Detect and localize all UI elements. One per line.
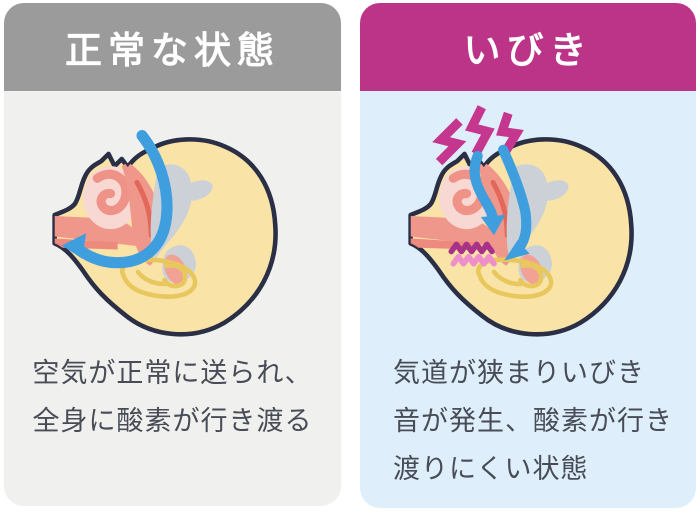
panel-normal: 正常な状態: [4, 3, 341, 506]
snore-vibration-bolts-icon: [432, 105, 524, 166]
airflow-arrow-in-icon: [469, 144, 532, 261]
panel-snoring-title: いびき: [463, 30, 593, 71]
caption-line: 渡りにくい状態: [393, 454, 589, 484]
sleeping-head-normal-illustration: [52, 130, 278, 337]
panel-snoring-body: 気道が狭まりいびき 音が発生、酸素が行き 渡りにくい状態: [360, 91, 696, 508]
airflow-arrow-icon: [61, 130, 173, 269]
nasal-passage: [92, 169, 131, 216]
panel-snoring: いびき: [360, 3, 696, 508]
sleeping-head-snoring-illustration: [408, 105, 634, 337]
panel-normal-header: 正常な状態: [4, 3, 341, 91]
caption-line: 音が発生、酸素が行き: [393, 406, 673, 436]
panel-snoring-caption: 気道が狭まりいびき 音が発生、酸素が行き 渡りにくい状態: [393, 349, 673, 493]
panel-normal-caption: 空気が正常に送られ、 全身に酸素が行き渡る: [4, 349, 341, 445]
panel-normal-title: 正常な状態: [65, 30, 280, 71]
caption-line: 空気が正常に送られ、: [32, 358, 313, 388]
caption-line: 全身に酸素が行き渡る: [32, 406, 313, 436]
panel-snoring-header: いびき: [360, 3, 696, 91]
panel-normal-body: 空気が正常に送られ、 全身に酸素が行き渡る: [4, 91, 341, 506]
caption-line: 気道が狭まりいびき: [393, 358, 645, 388]
throat-vibration-icon: [448, 241, 497, 267]
